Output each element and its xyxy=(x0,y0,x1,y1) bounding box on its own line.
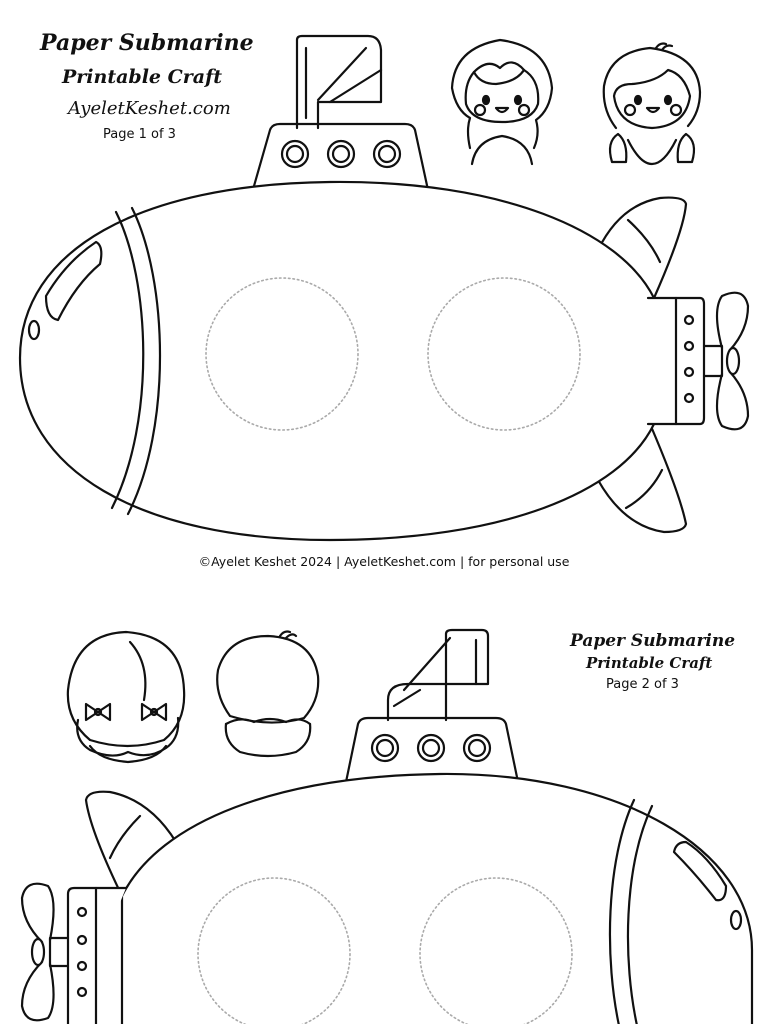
boy-back-of-head-icon xyxy=(216,630,320,758)
page2-subtitle: Printable Craft xyxy=(586,654,713,672)
periscope-icon xyxy=(295,34,383,130)
hull xyxy=(18,180,656,542)
tail-fin-top xyxy=(596,196,688,300)
boy-face-icon xyxy=(602,42,702,166)
conning-tower xyxy=(252,122,430,192)
cutout-circle-right xyxy=(419,877,573,1024)
page2-title: Paper Submarine xyxy=(570,631,736,651)
propeller-icon xyxy=(702,291,750,431)
submarine-1 xyxy=(18,34,750,542)
cutout-circle-left xyxy=(205,277,359,431)
cutout-circle-right xyxy=(427,277,581,431)
tail-fin-top xyxy=(84,790,178,898)
page1-website: AyeletKeshet.com xyxy=(68,98,231,119)
cutout-circle-left xyxy=(197,877,351,1024)
tail-fin-bottom xyxy=(596,422,688,534)
periscope-icon xyxy=(386,628,490,722)
girl-face-icon xyxy=(450,38,554,166)
porthole-icon xyxy=(370,733,492,763)
girl-back-of-head-icon xyxy=(66,630,186,764)
conning-tower xyxy=(344,716,520,784)
porthole-icon xyxy=(280,139,402,169)
hull xyxy=(120,772,754,1024)
page1-subtitle: Printable Craft xyxy=(62,66,223,88)
copyright-footer: ©Ayelet Keshet 2024 | AyeletKeshet.com |… xyxy=(198,554,570,569)
page1-page-label: Page 1 of 3 xyxy=(103,127,176,142)
submarine-2 xyxy=(20,628,754,1024)
page2-page-label: Page 2 of 3 xyxy=(606,677,679,692)
page1-title: Paper Submarine xyxy=(40,30,254,56)
propeller-icon xyxy=(20,882,70,1022)
